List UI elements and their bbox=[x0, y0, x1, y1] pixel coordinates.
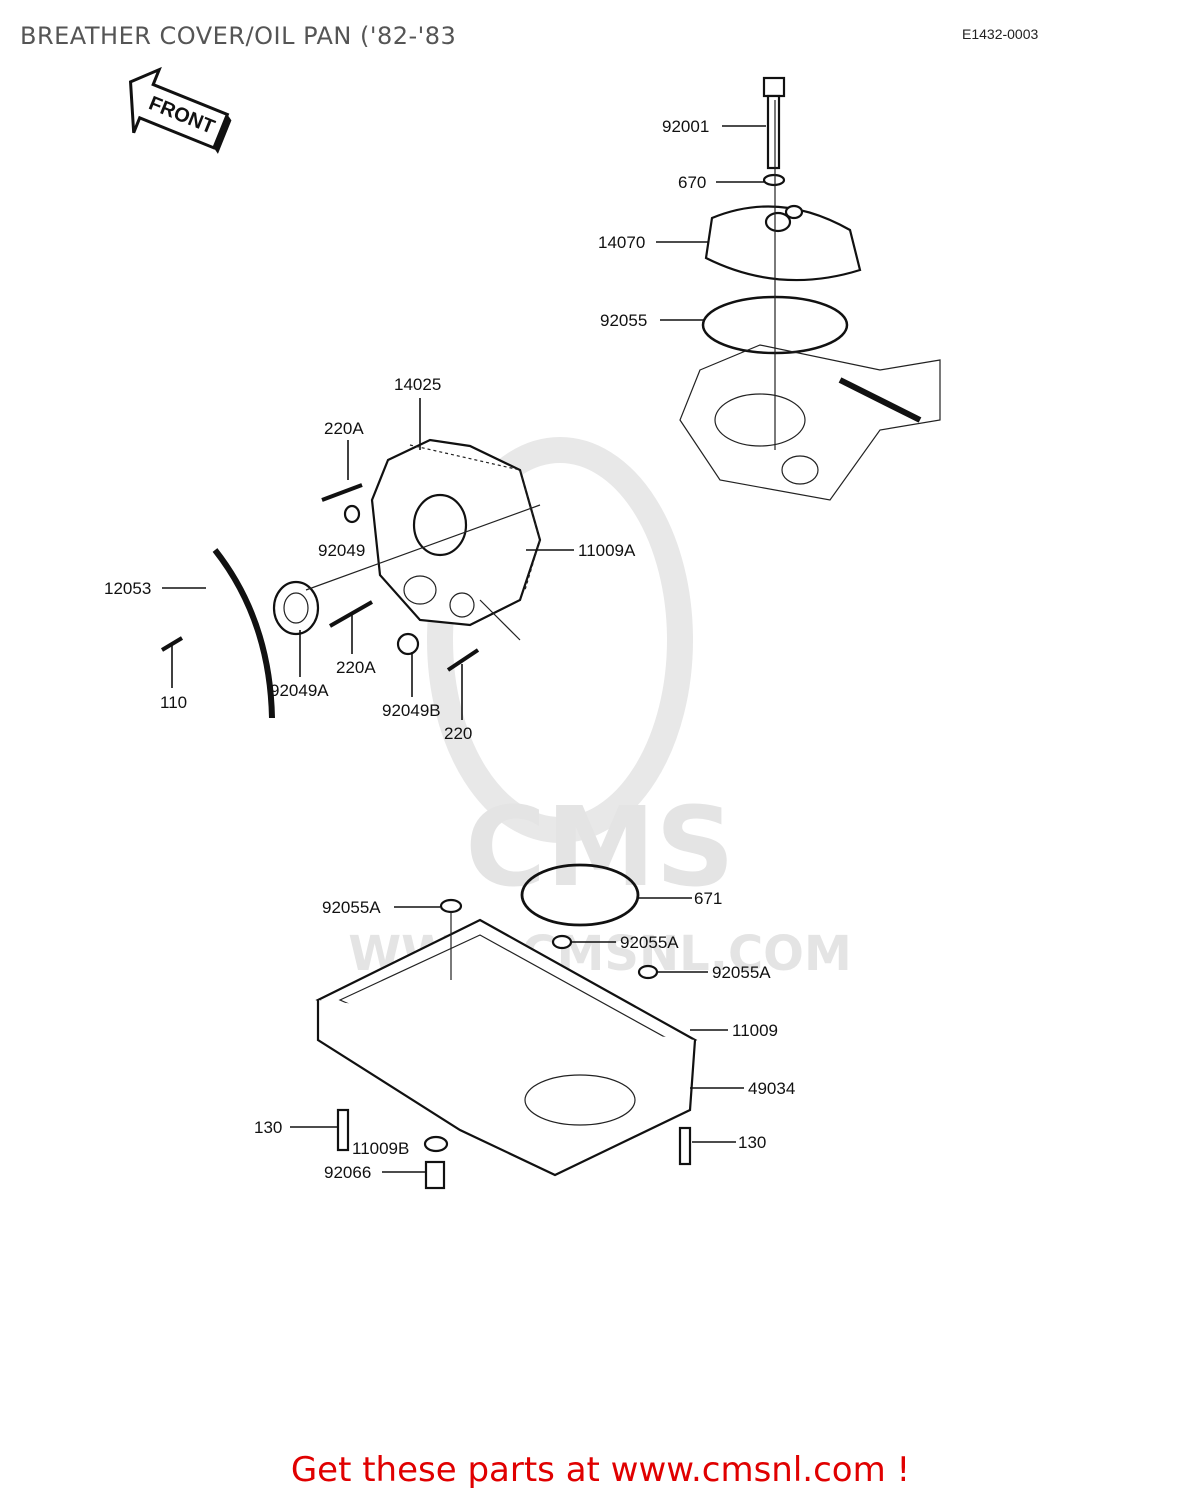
part-label-92049b: 92049B bbox=[382, 701, 441, 720]
part-label-11009b: 11009B bbox=[352, 1139, 409, 1158]
part-label-92055a-3: 92055A bbox=[712, 963, 771, 982]
part-label-92055a-2: 92055A bbox=[620, 933, 679, 952]
part-label-671: 671 bbox=[694, 889, 722, 908]
part-label-220a-bottom: 220A bbox=[336, 658, 376, 677]
front-arrow-icon: FRONT bbox=[128, 66, 232, 154]
part-label-49034: 49034 bbox=[748, 1079, 795, 1098]
part-label-12053: 12053 bbox=[104, 579, 151, 598]
page-title: BREATHER COVER/OIL PAN ('82-'83 bbox=[20, 22, 457, 50]
part-label-14070: 14070 bbox=[598, 233, 645, 252]
part-label-220a-top: 220A bbox=[324, 419, 364, 438]
crankcase-cover-assembly bbox=[160, 438, 542, 719]
breather-cover-assembly bbox=[679, 76, 941, 501]
part-label-220: 220 bbox=[444, 724, 472, 743]
part-label-92049a: 92049A bbox=[270, 681, 329, 700]
part-label-130-right: 130 bbox=[738, 1133, 766, 1152]
part-label-11009a: 11009A bbox=[578, 541, 636, 560]
footer-link[interactable]: Get these parts at www.cmsnl.com ! bbox=[290, 1450, 911, 1490]
part-label-92001: 92001 bbox=[662, 117, 709, 136]
part-label-92049: 92049 bbox=[318, 541, 365, 560]
diagram-ref-code: E1432-0003 bbox=[962, 26, 1039, 42]
part-label-110: 110 bbox=[160, 693, 187, 712]
oil-pan-assembly bbox=[315, 863, 698, 1190]
part-label-130-left: 130 bbox=[254, 1118, 282, 1137]
part-label-92055a-1: 92055A bbox=[322, 898, 381, 917]
part-label-670: 670 bbox=[678, 173, 706, 192]
part-label-11009: 11009 bbox=[732, 1021, 778, 1040]
part-labels: 92001 670 14070 92055 14025 220A 92049 1… bbox=[104, 117, 795, 1182]
watermark-main: CMS bbox=[465, 783, 734, 911]
part-label-92066: 92066 bbox=[324, 1163, 371, 1182]
part-label-14025: 14025 bbox=[394, 375, 441, 394]
part-label-92055: 92055 bbox=[600, 311, 647, 330]
leader-lines bbox=[162, 125, 766, 1173]
